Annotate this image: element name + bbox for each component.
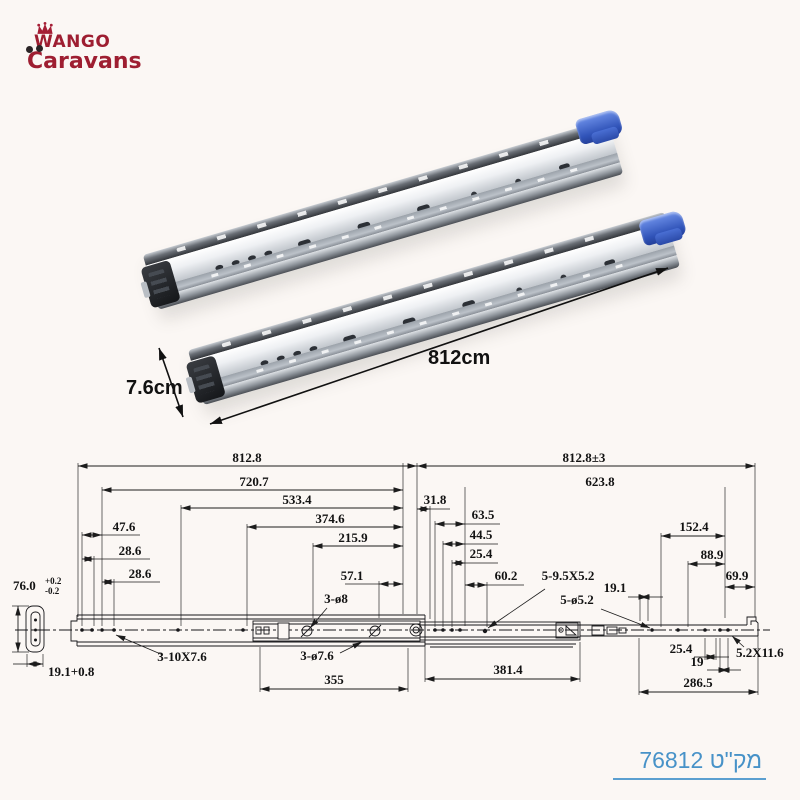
dim-label-623-8: 623.8 bbox=[585, 474, 615, 489]
leader-lines bbox=[115, 588, 745, 656]
brand-name-line2-text: Caravans bbox=[27, 49, 142, 74]
dim-label-76-tol-minus: -0.2 bbox=[45, 586, 60, 596]
dim-label-152-4: 152.4 bbox=[679, 519, 709, 534]
dim-label-63-5: 63.5 bbox=[472, 507, 495, 522]
dim-label-88-9: 88.9 bbox=[701, 547, 724, 562]
dim-label-3-o8: 3-ø8 bbox=[324, 591, 348, 606]
extension-lines bbox=[12, 463, 759, 695]
dim-label-19-1-0-8: 19.1+0.8 bbox=[48, 664, 95, 679]
dim-label-60-2: 60.2 bbox=[495, 568, 518, 583]
panda-ear-icon bbox=[26, 46, 33, 53]
length-arrow bbox=[209, 267, 669, 425]
dim-label-19: 19 bbox=[691, 654, 705, 669]
dim-label-slot-9-5: 5-9.5X5.2 bbox=[542, 568, 595, 583]
slide-cross-section bbox=[25, 605, 45, 653]
dim-label-44-5: 44.5 bbox=[470, 527, 493, 542]
brand-name-line1: WANGO bbox=[34, 32, 111, 52]
dim-label-355: 355 bbox=[324, 672, 344, 687]
dimension-tails bbox=[13, 508, 741, 671]
photo-dimension-arrows bbox=[158, 267, 669, 425]
panda-ear-icon bbox=[36, 45, 43, 52]
dim-label-76-tol-plus: +0.2 bbox=[45, 576, 62, 586]
dimension-lines bbox=[15, 463, 758, 695]
brand-logo: WANGO Caravans bbox=[22, 12, 152, 76]
dim-label-76-0: 76.0 bbox=[13, 578, 36, 593]
dim-label-533-4: 533.4 bbox=[282, 492, 312, 507]
dim-label-215-9: 215.9 bbox=[338, 530, 368, 545]
dim-label-total-right: 812.8±3 bbox=[563, 450, 606, 465]
dimension-labels: 812.8 812.8±3 720.7 533.4 374.6 215.9 57… bbox=[13, 450, 784, 690]
dim-label-47-6: 47.6 bbox=[113, 519, 136, 534]
dim-label-28-6a: 28.6 bbox=[119, 543, 142, 558]
photo-length-label: 812cm bbox=[428, 347, 491, 369]
width-arrow bbox=[158, 347, 184, 418]
dim-label-3-o7-6: 3-ø7.6 bbox=[300, 648, 334, 663]
dim-label-31-8: 31.8 bbox=[424, 492, 447, 507]
dim-label-5-o5-2: 5-ø5.2 bbox=[560, 592, 594, 607]
dim-label-28-6b: 28.6 bbox=[129, 566, 152, 581]
catalog-number: מק"ט 76812 bbox=[613, 747, 766, 780]
slide-side-view bbox=[15, 605, 770, 653]
dim-label-720-7: 720.7 bbox=[239, 474, 269, 489]
product-photo: 812cm 7.6cm bbox=[120, 90, 700, 440]
dim-label-5-2x11-6: 5.2X11.6 bbox=[736, 645, 784, 660]
dim-label-19-1: 19.1 bbox=[604, 580, 627, 595]
photo-width-label: 7.6cm bbox=[126, 377, 183, 399]
dim-label-57-1: 57.1 bbox=[341, 568, 364, 583]
dim-label-286-5: 286.5 bbox=[683, 675, 713, 690]
crown-icon bbox=[37, 22, 53, 34]
brand-name-line2: Caravans bbox=[26, 45, 142, 74]
technical-drawing: 812.8 812.8±3 720.7 533.4 374.6 215.9 57… bbox=[12, 450, 784, 695]
dim-label-381-4: 381.4 bbox=[493, 662, 523, 677]
dim-label-69-9: 69.9 bbox=[726, 568, 749, 583]
dim-label-374-6: 374.6 bbox=[315, 511, 345, 526]
dim-label-25-4b: 25.4 bbox=[670, 641, 693, 656]
dim-label-3-10x7-6: 3-10X7.6 bbox=[157, 649, 207, 664]
dim-label-25-4a: 25.4 bbox=[470, 546, 493, 561]
sku-link[interactable]: מק"ט 76812 bbox=[613, 747, 766, 780]
dim-label-total-left: 812.8 bbox=[232, 450, 262, 465]
